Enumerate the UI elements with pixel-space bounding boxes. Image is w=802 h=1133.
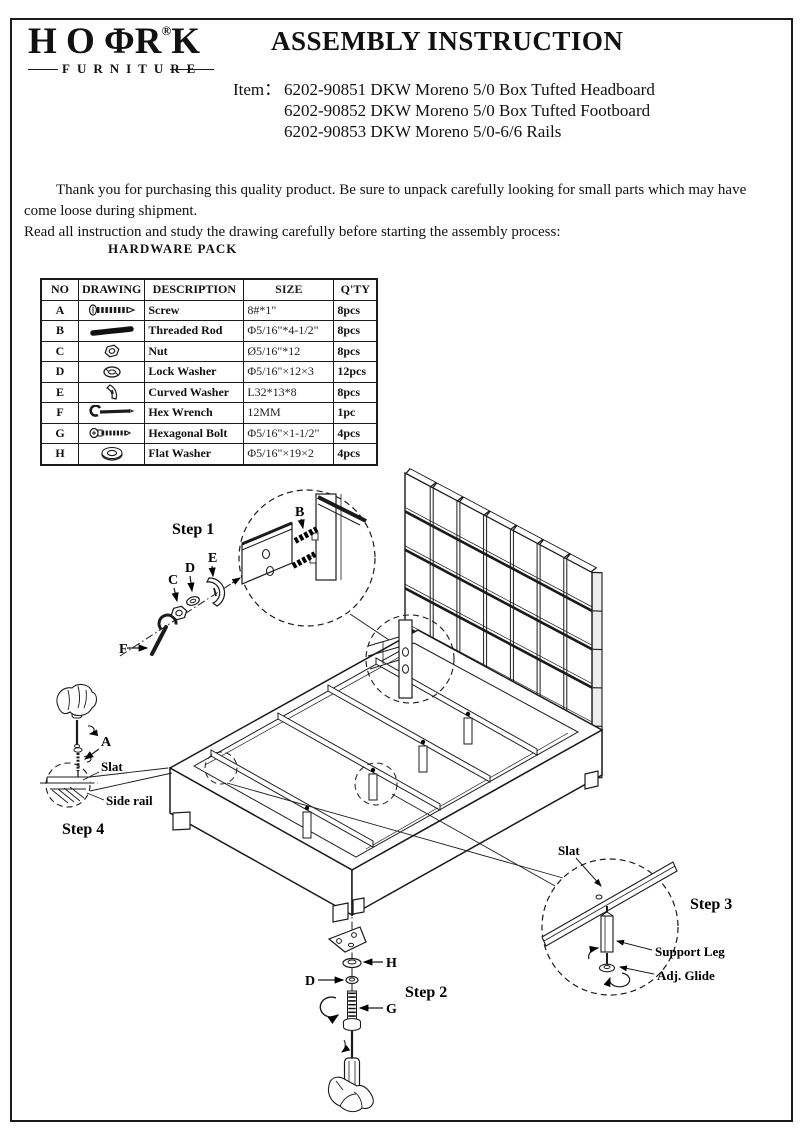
col-size: SIZE	[243, 278, 335, 301]
table-row: F Hex Wrench 12MM 1pc	[40, 402, 378, 424]
part-label-f: F	[119, 642, 128, 657]
nut-icon	[104, 344, 120, 358]
table-row: A Screw 8#*1" 8pcs	[40, 299, 378, 321]
page-title: ASSEMBLY INSTRUCTION	[271, 26, 624, 56]
headboard-illustration	[404, 468, 603, 779]
step3-detail: Slat Support Leg Adj. Glide Step 3	[541, 843, 732, 996]
part-label-a: A	[101, 735, 112, 750]
hardware-pack-heading: HARDWARE PACK	[108, 241, 238, 256]
intro-line: Read all instruction and study the drawi…	[24, 224, 561, 240]
table-row: G Hexagonal Bolt Φ5/16"×1-1/2" 4pcs	[40, 422, 378, 444]
headboard-leg-detail	[365, 614, 455, 704]
slat-callout: Slat	[558, 843, 580, 858]
step4-label: Step 4	[62, 821, 104, 838]
support-leg-callout: Support Leg	[655, 944, 725, 959]
corner-slat-detail-circle	[204, 751, 238, 785]
screw	[73, 747, 83, 753]
part-label-h: H	[386, 956, 397, 971]
curved-washer	[205, 577, 226, 607]
hand	[56, 683, 98, 717]
step1-detail: Step 1 B F	[119, 489, 376, 657]
intro-text: Thank you for purchasing this quality pr…	[24, 180, 746, 243]
item-line: 6202-90853 DKW Moreno 5/0-6/6 Rails	[284, 122, 562, 141]
corner-bracket	[327, 926, 367, 953]
nut	[170, 605, 188, 621]
support-legs	[302, 711, 473, 839]
item-block: Item： 6202-90851 DKW Moreno 5/0 Box Tuft…	[233, 79, 655, 142]
table-row: C Nut Ø5/16"*12 8pcs	[40, 340, 378, 362]
projection-line	[391, 793, 556, 887]
hex-wrench	[150, 625, 168, 656]
intro-line: Thank you for purchasing this quality pr…	[56, 182, 747, 198]
hex-wrench-icon	[89, 404, 135, 417]
slat-callout: Slat	[101, 759, 123, 774]
step2-detail: H D G Step 2	[305, 906, 447, 1113]
projection-line	[349, 613, 390, 641]
table-row: D Lock Washer Φ5/16"×12×3 12pcs	[40, 361, 378, 383]
col-description: DESCRIPTION	[144, 278, 245, 301]
part-label-d2: D	[305, 974, 315, 989]
table-row: H Flat Washer Φ5/16"×19×2 4pcs	[40, 443, 378, 465]
threaded-rod-icon	[89, 326, 134, 336]
logo-rule-left	[28, 69, 58, 70]
item-line: 6202-90851 DKW Moreno 5/0 Box Tufted Hea…	[284, 80, 655, 99]
item-label: Item：	[233, 80, 282, 99]
lock-washer-icon	[103, 366, 121, 378]
side-rail-callout: Side rail	[106, 793, 153, 808]
step3-label: Step 3	[690, 896, 732, 913]
table-row: E Curved Washer L32*13*8 8pcs	[40, 381, 378, 403]
flat-washer-icon	[101, 446, 123, 461]
curved-washer-icon	[105, 384, 117, 400]
part-label-b: B	[295, 505, 304, 520]
center-leg-detail-circle	[354, 762, 398, 806]
hexagonal-bolt-icon	[89, 428, 131, 439]
adj-glide-callout: Adj. Glide	[657, 968, 715, 983]
logo-rule-strike	[170, 69, 214, 70]
brand-logo: H O ΦR®K	[28, 21, 200, 62]
registered-mark: ®	[161, 23, 172, 38]
table-header-row: NO DRAWING DESCRIPTION SIZE Q'TY	[40, 278, 378, 301]
page-border	[10, 18, 793, 1122]
step2-label: Step 2	[405, 984, 447, 1001]
table-row: B Threaded Rod Φ5/16"*4-1/2" 8pcs	[40, 320, 378, 342]
col-no: NO	[40, 278, 79, 301]
step4-detail: A Slat Side rail Step 4	[40, 683, 153, 838]
brand-subtitle: FURNITURE	[62, 61, 203, 76]
intro-line: come loose during shipment.	[24, 203, 198, 219]
part-label-c: C	[168, 573, 178, 588]
bed-frame-illustration	[168, 629, 604, 923]
col-drawing: DRAWING	[77, 278, 146, 301]
part-label-e: E	[208, 551, 217, 566]
support-leg	[600, 915, 614, 953]
projection-line	[89, 767, 169, 778]
flat-washer	[342, 957, 362, 969]
item-line: 6202-90852 DKW Moreno 5/0 Box Tufted Foo…	[284, 101, 651, 120]
part-label-g: G	[386, 1002, 397, 1017]
part-label-d: D	[185, 561, 195, 576]
col-qty: Q'TY	[333, 278, 378, 301]
projection-line	[89, 772, 173, 792]
lock-washer	[345, 975, 359, 985]
threaded-rod	[291, 551, 317, 569]
step1-label: Step 1	[172, 521, 214, 538]
threaded-rod	[293, 526, 319, 544]
assembly-diagram: Step 1 B F	[40, 468, 732, 1113]
screw-icon	[88, 304, 136, 316]
projection-line	[226, 782, 564, 879]
lock-washer	[186, 596, 200, 606]
slats	[210, 657, 538, 848]
hardware-table: NO DRAWING DESCRIPTION SIZE Q'TY A Screw…	[40, 278, 379, 466]
